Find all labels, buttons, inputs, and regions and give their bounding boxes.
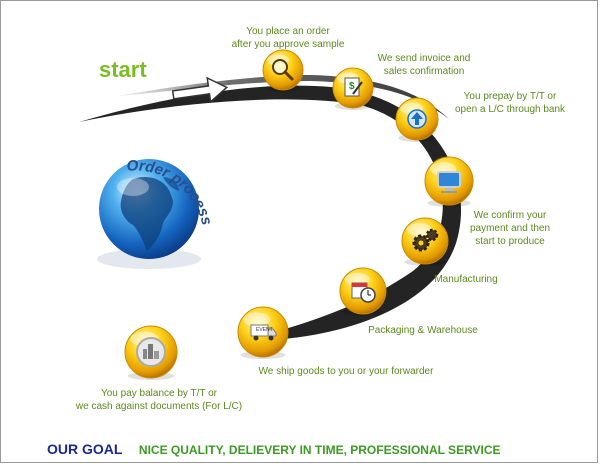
goal-label: OUR GOAL (47, 441, 123, 457)
gears-icon (401, 217, 449, 266)
svg-text:EVENT: EVENT (256, 327, 273, 333)
city-coin-icon (124, 325, 178, 380)
step-7-label: We ship goods to you or your forwarder (258, 366, 434, 377)
step-6-label: Packaging & Warehouse (368, 325, 478, 336)
globe-icon (97, 159, 201, 269)
start-label: start (99, 57, 147, 82)
calendar-clock-icon (339, 267, 387, 316)
footer-goal: OUR GOAL NICE QUALITY, DELIEVERY IN TIME… (47, 441, 501, 459)
start-arrow (171, 76, 229, 104)
bank-upload-icon (395, 97, 439, 142)
magnifier-icon (262, 49, 304, 92)
goal-text: NICE QUALITY, DELIEVERY IN TIME, PROFESS… (138, 443, 501, 457)
invoice-icon: $ (332, 67, 374, 110)
svg-text:$: $ (349, 81, 355, 92)
truck-icon: EVENT (237, 306, 289, 359)
swoosh-arc-upper (111, 75, 449, 119)
step-5-label: Manufacturing (434, 274, 498, 285)
monitor-icon (424, 156, 474, 207)
